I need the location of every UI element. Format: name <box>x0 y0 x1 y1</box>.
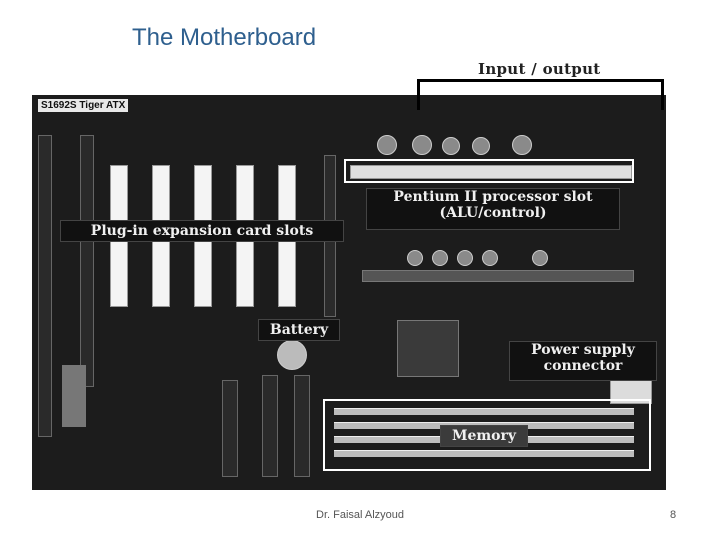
processor-slot-callout: Pentium II processor slot (ALU/control) <box>366 188 620 230</box>
capacitor <box>432 250 448 266</box>
bios-chip <box>62 365 86 427</box>
capacitor <box>377 135 397 155</box>
input-output-frame <box>417 79 664 110</box>
expansion-slots-callout: Plug-in expansion card slots <box>60 220 344 242</box>
capacitor <box>407 250 423 266</box>
power-supply-callout: Power supply connector <box>509 341 657 381</box>
battery-cell <box>277 340 307 370</box>
footer-author: Dr. Faisal Alzyoud <box>316 509 404 521</box>
capacitor <box>412 135 432 155</box>
isa-connector <box>38 135 52 437</box>
memory-callout: Memory <box>440 425 528 447</box>
page-number: 8 <box>670 509 676 521</box>
processor-callout-line2: (ALU/control) <box>367 205 619 221</box>
cpu-socket-area <box>362 270 634 282</box>
chipset-chip <box>397 320 459 377</box>
capacitor <box>472 137 490 155</box>
processor-slot-frame <box>344 159 634 183</box>
capacitor <box>442 137 460 155</box>
ide-connector <box>222 380 238 477</box>
capacitor <box>532 250 548 266</box>
processor-callout-line1: Pentium II processor slot <box>367 189 619 205</box>
capacitor <box>482 250 498 266</box>
slide-title: The Motherboard <box>132 24 316 52</box>
capacitor <box>512 135 532 155</box>
board-model-label: S1692S Tiger ATX <box>38 99 128 112</box>
power-callout-line1: Power supply <box>510 342 656 358</box>
ide-connector <box>262 375 278 477</box>
capacitor <box>457 250 473 266</box>
ide-connector <box>294 375 310 477</box>
input-output-label: Input / output <box>478 60 601 78</box>
power-callout-line2: connector <box>510 358 656 374</box>
battery-callout: Battery <box>258 319 340 341</box>
isa-connector <box>80 135 94 387</box>
